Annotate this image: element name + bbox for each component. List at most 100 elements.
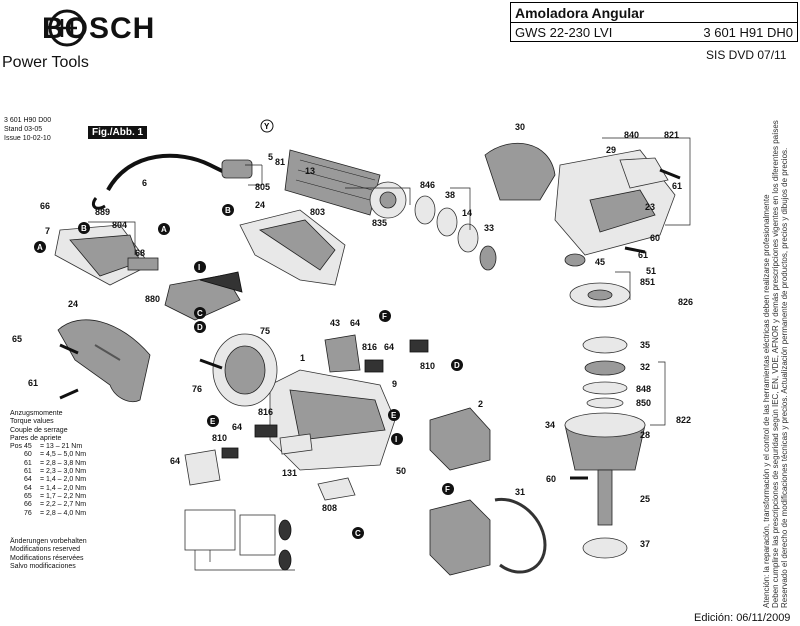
issue-value: 10-02-10 (22, 135, 51, 142)
part-label-880: 880 (145, 294, 160, 304)
svg-text:D: D (197, 323, 203, 332)
part-label-28: 28 (640, 430, 650, 440)
part-label-31: 31 (515, 487, 525, 497)
bosch-logo-icon (48, 9, 86, 47)
mods-es: Salvo modificaciones (10, 562, 76, 570)
svg-text:E: E (210, 417, 216, 426)
svg-text:I: I (198, 263, 200, 272)
torque-pos-label: Pos (10, 443, 23, 451)
part-label-43: 43 (330, 318, 340, 328)
part-label-35: 35 (640, 340, 650, 350)
part-label-826: 826 (678, 297, 693, 307)
svg-text:B: B (225, 206, 231, 215)
product-code: 3 601 H91 DH0 (703, 25, 793, 40)
part-label-64b: 64 (384, 342, 394, 352)
disclaimer-line-3: Reservado el derecho de modificaciones t… (780, 147, 789, 608)
stator-part (429, 497, 547, 576)
torque-heading-en: Torque values (10, 418, 54, 426)
part-label-804: 804 (112, 220, 127, 230)
wiring-schematic (184, 509, 295, 571)
subbrand: Power Tools (2, 54, 89, 71)
torque-row: 61 = 2,8 – 3,8 Nm (24, 459, 87, 467)
ref-marker-i2 (391, 433, 403, 445)
leader-lines (88, 137, 691, 426)
part-label-850: 850 (636, 398, 651, 408)
ref-marker-b2 (78, 222, 90, 234)
part-label-803: 803 (310, 207, 325, 217)
gear-housing-part (484, 142, 676, 256)
part-label-816b: 816 (258, 407, 273, 417)
ref-marker-c1 (194, 307, 206, 319)
part-label-32: 32 (640, 362, 650, 372)
fan-part (212, 333, 278, 407)
torque-row: 60 = 4,5 – 5,0 Nm (24, 451, 87, 459)
svg-text:C: C (355, 529, 361, 538)
ref-marker-f1 (379, 310, 391, 322)
exploded-view-diagram: 13 5 805 6 66 889 7 804 68 880 24 65 61 … (12, 119, 693, 576)
part-label-848: 848 (636, 384, 651, 394)
part-label-45: 45 (595, 257, 605, 267)
part-label-64a: 64 (350, 318, 360, 328)
part-label-1: 1 (300, 353, 305, 363)
svg-text:E: E (391, 411, 397, 420)
part-label-2: 2 (478, 399, 483, 409)
switch-assembly-part (54, 224, 159, 286)
part-label-805: 805 (255, 182, 270, 192)
issue-label: Issue (4, 135, 21, 142)
spindle-stack-part (564, 336, 646, 559)
sis-dvd-label: SIS DVD 07/11 (706, 48, 787, 62)
crown-gear-part (564, 253, 631, 308)
drawing-ref: 3 601 H90 D00 (4, 117, 52, 124)
part-label-840: 840 (624, 130, 639, 140)
bearing-set-part (414, 195, 497, 271)
part-label-60b: 60 (546, 474, 556, 484)
torque-heading-fr: Couple de serrage (10, 426, 68, 434)
part-label-60a: 60 (650, 233, 660, 243)
part-label-81: 81 (275, 157, 285, 167)
svg-text:C: C (197, 309, 203, 318)
side-handle-part (57, 319, 151, 402)
svg-text:F: F (445, 485, 450, 494)
part-label-131: 131 (282, 468, 297, 478)
disclaimer-line-1: Atención: la reparación, transformación … (762, 194, 771, 608)
ref-marker-c2 (352, 527, 364, 539)
electronics-module-part (164, 271, 243, 321)
part-labels: 13 5 805 6 66 889 7 804 68 880 24 65 61 … (12, 122, 693, 549)
reference-markers: B A A B I C D Y F D E E I F C (34, 119, 463, 539)
ref-marker-e1 (388, 409, 400, 421)
rear-handle-part (239, 209, 346, 286)
part-label-64d: 64 (170, 456, 180, 466)
torque-row: 61 = 2,3 – 3,0 Nm (24, 468, 87, 476)
product-title: Amoladora Angular (515, 5, 645, 21)
ref-marker-b1 (222, 204, 234, 216)
ref-marker-i1 (194, 261, 206, 273)
stand-label: Stand (4, 126, 23, 133)
field-coil-part (429, 407, 491, 471)
part-label-822: 822 (676, 415, 691, 425)
ref-marker-d1 (194, 321, 206, 333)
svg-text:D: D (454, 361, 460, 370)
part-label-50: 50 (396, 466, 406, 476)
part-label-851: 851 (640, 277, 655, 287)
motor-housing-part (269, 369, 396, 471)
part-label-9: 9 (392, 379, 397, 389)
part-label-816a: 816 (362, 342, 377, 352)
power-cable-part (91, 153, 253, 210)
svg-text:F: F (382, 312, 387, 321)
part-label-33: 33 (484, 223, 494, 233)
modifications-note: Änderungen vorbehalten Modifications res… (10, 538, 87, 571)
torque-row: 66 = 2,2 – 2,7 Nm (24, 501, 87, 509)
ref-marker-f2 (442, 483, 454, 495)
part-label-846: 846 (420, 180, 435, 190)
part-label-5: 5 (268, 152, 273, 162)
part-label-6: 6 (142, 178, 147, 188)
part-label-37: 37 (640, 539, 650, 549)
torque-row: 76 = 2,8 – 4,0 Nm (24, 509, 87, 517)
part-label-29: 29 (606, 145, 616, 155)
part-label-810b: 810 (212, 433, 227, 443)
torque-row: 65 = 1,7 – 2,2 Nm (24, 492, 87, 500)
part-label-65: 65 (12, 334, 22, 344)
screw-parts (59, 168, 681, 480)
svg-text:I: I (395, 435, 397, 444)
